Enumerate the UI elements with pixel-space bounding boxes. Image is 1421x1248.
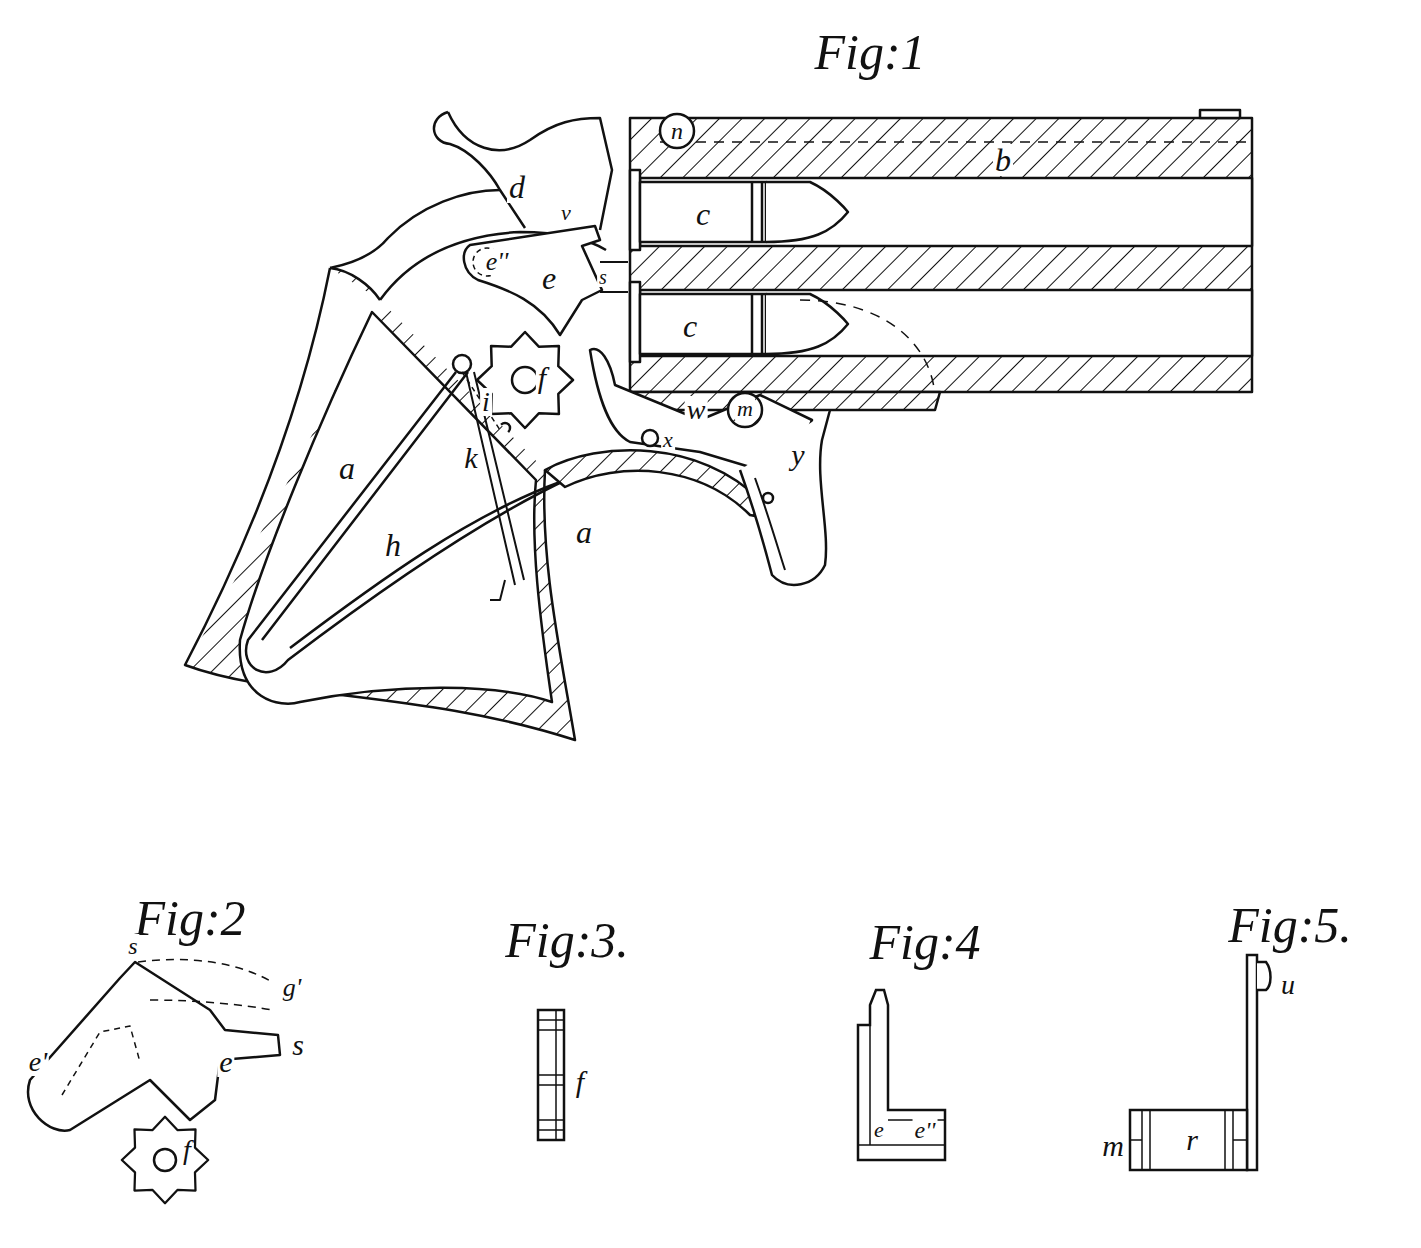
figure-3: [538, 1010, 564, 1140]
figure-1: [185, 110, 1252, 740]
part-letter: c: [694, 198, 712, 230]
part-letter: h: [383, 529, 403, 561]
part-letter: w: [685, 396, 708, 424]
part-letter: x: [661, 429, 675, 451]
part-letter: a: [337, 452, 357, 484]
figure-title: Fig:2: [132, 893, 247, 943]
part-letter: v: [559, 202, 573, 224]
part-letter: u: [1279, 971, 1297, 999]
part-letter: s: [290, 1030, 306, 1060]
part-letter: n: [669, 119, 685, 143]
part-letter: c: [681, 310, 699, 342]
part-letter: s: [126, 934, 139, 958]
figure-4: [858, 990, 945, 1160]
part-letter: e'': [484, 249, 511, 275]
figure-title: Fig:3.: [503, 915, 631, 965]
part-letter: m: [1100, 1131, 1126, 1161]
part-letter: f: [181, 1136, 193, 1164]
part-letter: f: [536, 363, 548, 393]
part-letter: b: [993, 144, 1013, 176]
figure-title: Fig:5.: [1226, 900, 1354, 950]
part-letter: d: [507, 171, 527, 203]
part-letter: a: [574, 516, 594, 548]
part-letter: f: [574, 1067, 586, 1097]
part-letter: r: [1184, 1125, 1200, 1155]
part-letter: e'': [913, 1118, 938, 1142]
part-letter: k: [462, 443, 479, 473]
part-letter: e': [27, 1048, 49, 1076]
figure-title: Fig:1: [812, 27, 927, 77]
part-letter: e: [872, 1119, 886, 1141]
part-letter: e: [217, 1047, 234, 1077]
part-letter: i: [480, 388, 492, 416]
figure-2: [28, 959, 280, 1203]
figure-5: [1130, 955, 1271, 1170]
part-letter: g': [281, 975, 304, 1001]
part-letter: y: [789, 440, 806, 470]
part-letter: e: [540, 262, 558, 294]
part-letter: m: [735, 398, 755, 420]
figure-title: Fig:4: [867, 917, 982, 967]
part-letter: s: [597, 267, 609, 287]
